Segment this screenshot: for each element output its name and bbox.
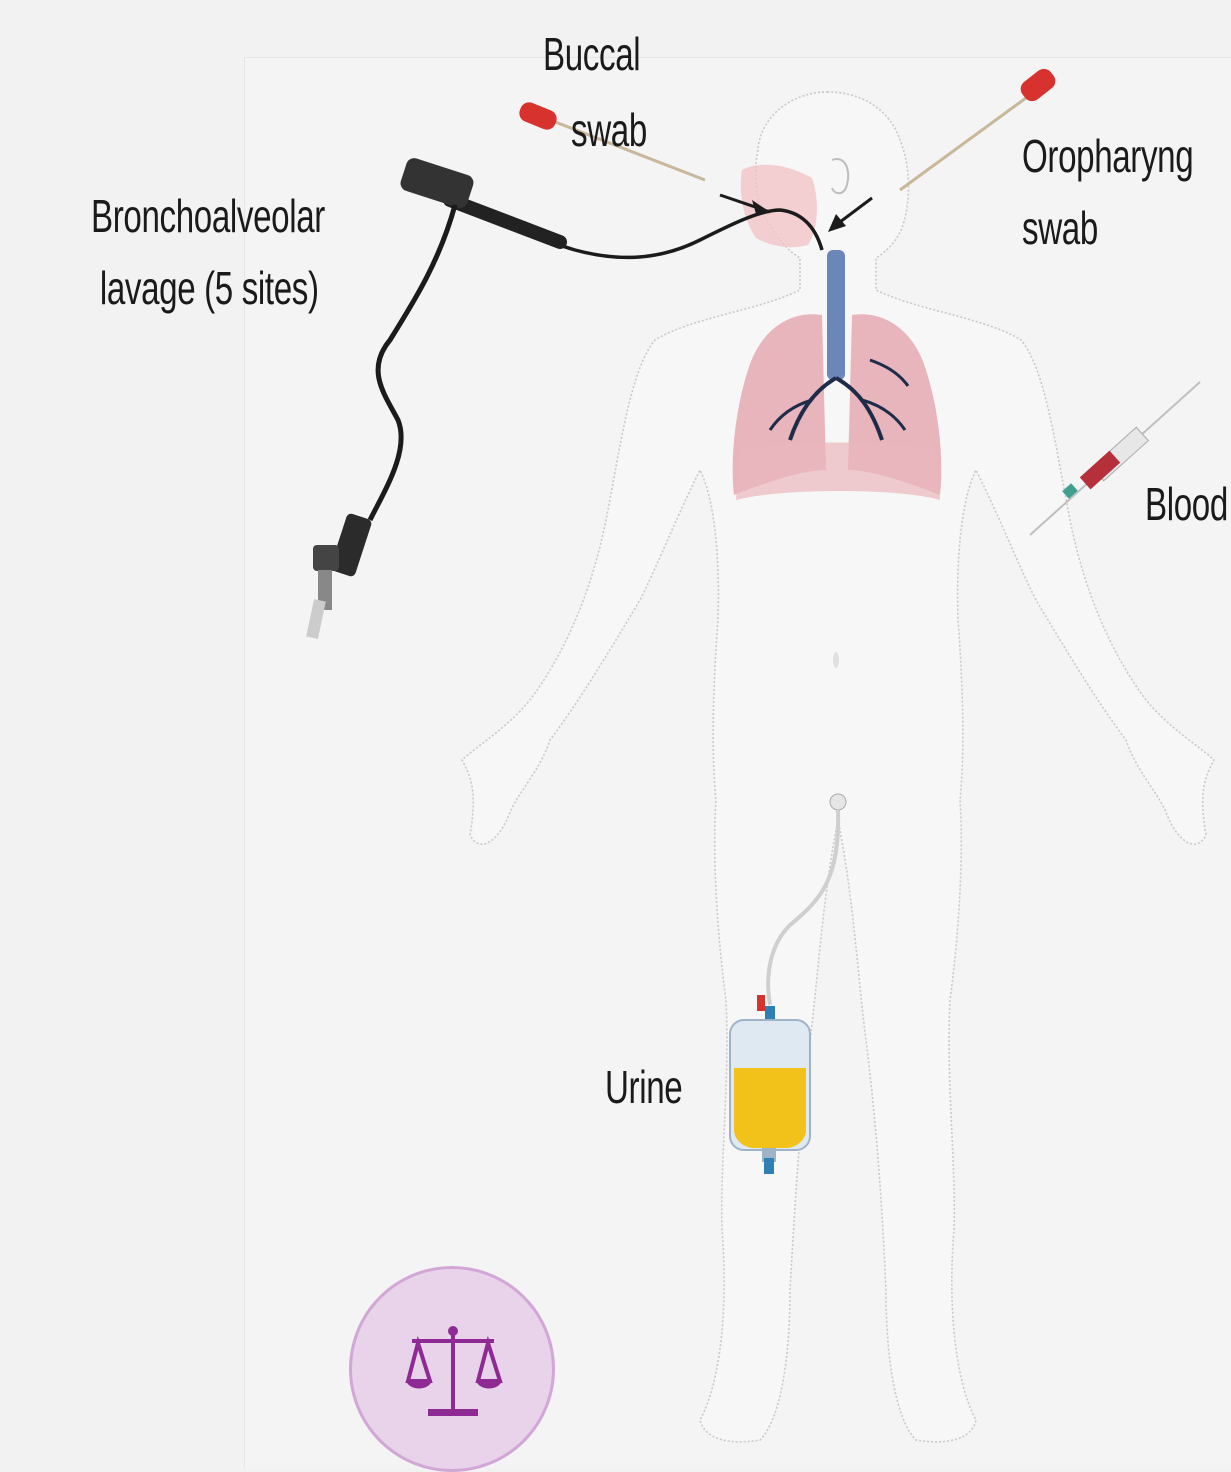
label-oropharyngeal-line1: Oropharyng xyxy=(1022,126,1193,186)
label-blood: Blood xyxy=(1145,474,1228,534)
label-urine: Urine xyxy=(605,1057,682,1117)
label-buccal-line1: Buccal xyxy=(543,24,640,84)
lungs xyxy=(733,250,942,500)
label-bronchoalveolar-line2: lavage (5 sites) xyxy=(91,258,319,318)
scale-badge xyxy=(349,1266,555,1472)
balance-scale-icon xyxy=(352,1269,552,1469)
label-bronchoalveolar-line1: Bronchoalveolar xyxy=(91,186,325,246)
label-oropharyngeal-line2: swab xyxy=(1022,198,1098,258)
label-buccal-line2: swab xyxy=(571,100,647,160)
